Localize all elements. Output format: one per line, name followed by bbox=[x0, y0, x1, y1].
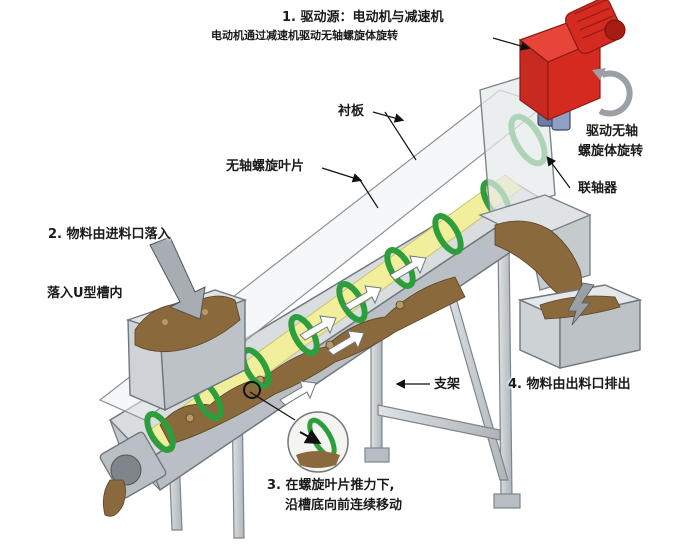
discharge-down-arrow bbox=[567, 282, 595, 326]
liner-label: 衬板 bbox=[338, 104, 365, 119]
push-label-line2: 沿槽底向前连续移动 bbox=[285, 498, 403, 513]
outlet-title: 4. 物料由出料口排出 bbox=[508, 377, 631, 392]
inlet-down-arrow bbox=[149, 236, 206, 320]
rotate-label-line1: 驱动无轴 bbox=[586, 124, 639, 139]
drive-source-description: 电动机通过减速机驱动无轴螺旋体旋转 bbox=[211, 29, 398, 42]
rotate-label-line2: 螺旋体旋转 bbox=[578, 144, 644, 159]
inlet-title: 2. 物料由进料口落入 bbox=[48, 227, 171, 242]
flow-arrows bbox=[279, 255, 427, 406]
u-trough-label: 落入U型槽内 bbox=[47, 286, 123, 301]
inset-detail bbox=[243, 381, 349, 473]
discharge-spout-left bbox=[99, 431, 167, 517]
leader-lines bbox=[321, 37, 571, 389]
outlet-housing bbox=[478, 69, 592, 306]
support-label: 支架 bbox=[434, 377, 461, 392]
rotation-arrow bbox=[598, 70, 633, 117]
push-label-line1: 3. 在螺旋叶片推力下, bbox=[267, 478, 395, 493]
shaftless-blade-label: 无轴螺旋叶片 bbox=[226, 159, 305, 174]
drive-source-title: 1. 驱动源：电动机与减速机 bbox=[282, 10, 444, 25]
motor-reducer bbox=[518, 0, 626, 122]
coupling-label: 联轴器 bbox=[578, 181, 618, 196]
